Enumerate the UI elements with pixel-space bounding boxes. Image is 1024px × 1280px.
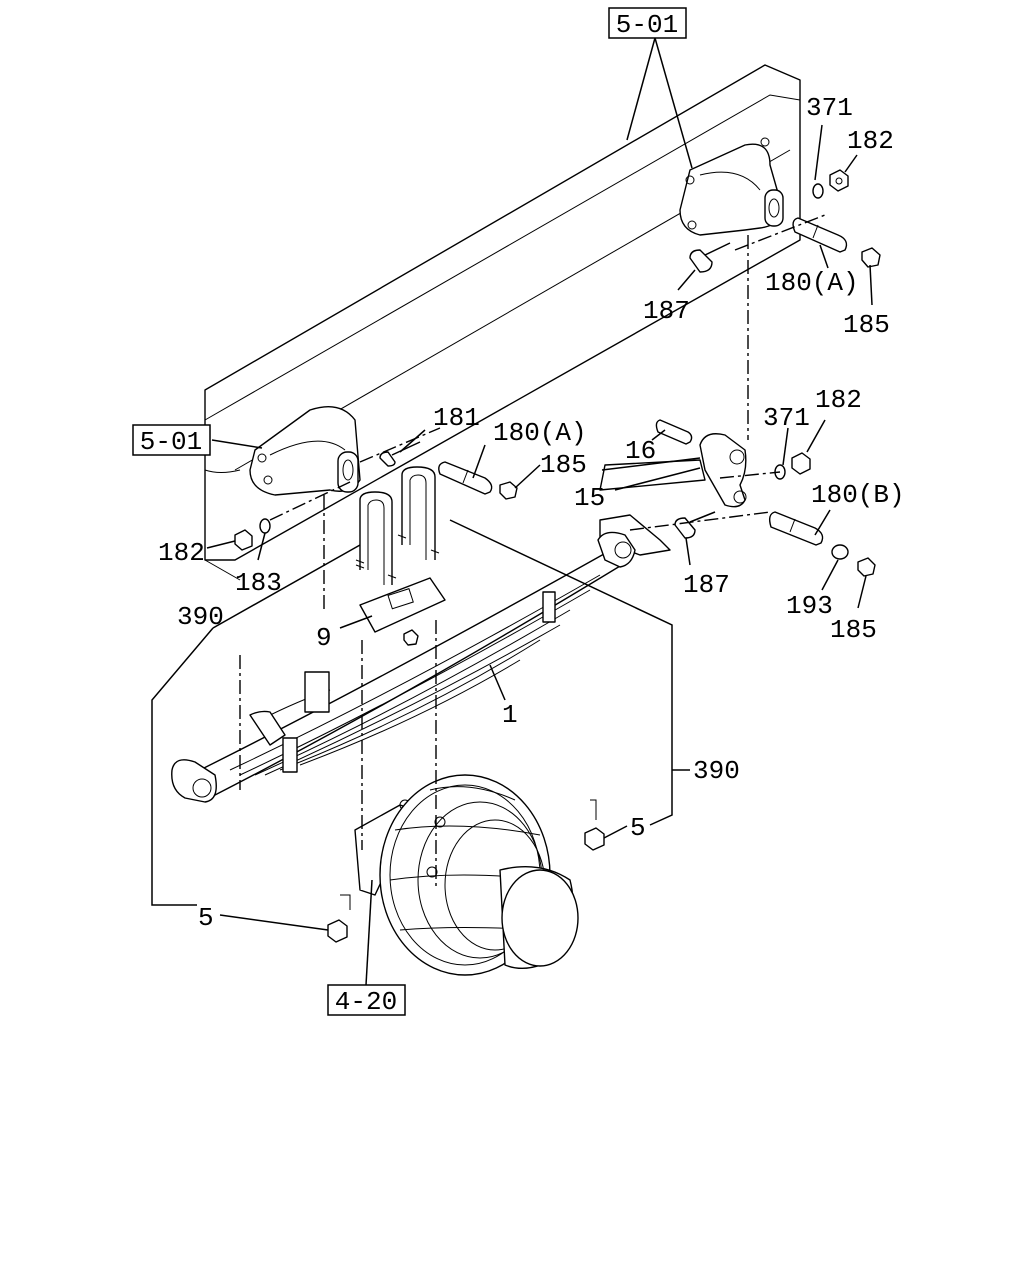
label-180b: 180(B)	[811, 480, 905, 510]
ref-box-frame-top[interactable]: 5-01	[608, 7, 687, 40]
hardware	[234, 169, 881, 943]
label-183: 183	[235, 568, 282, 598]
label-15: 15	[574, 483, 605, 513]
ref-label-frame-top: 5-01	[616, 10, 678, 40]
label-187-mid: 187	[683, 570, 730, 600]
front-spring-hanger	[249, 406, 361, 496]
label-181: 181	[433, 403, 480, 433]
label-371-top: 371	[806, 93, 853, 123]
label-390-left: 390	[177, 602, 224, 632]
label-16: 16	[625, 436, 656, 466]
label-180a-top: 180(A)	[765, 268, 859, 298]
part-labels: 371 182 180(A) 185 187 181 180(A) 185 16…	[158, 93, 905, 933]
label-182-top: 182	[847, 126, 894, 156]
label-182-left: 182	[158, 538, 205, 568]
ref-box-frame-left[interactable]: 5-01	[132, 424, 211, 457]
label-185-low: 185	[830, 615, 877, 645]
frame-rail	[204, 64, 801, 581]
leaf-spring	[171, 531, 636, 803]
ref-box-axle[interactable]: 4-20	[327, 984, 406, 1017]
rear-spring-hanger	[679, 137, 784, 236]
label-5-left: 5	[198, 903, 214, 933]
u-bolts	[355, 466, 440, 585]
ref-label-frame-left: 5-01	[140, 427, 202, 457]
label-193: 193	[786, 591, 833, 621]
label-371-mid: 371	[763, 403, 810, 433]
ref-label-axle: 4-20	[335, 987, 397, 1017]
label-1: 1	[502, 700, 518, 730]
leader-lines	[151, 37, 873, 986]
label-187-top: 187	[643, 296, 690, 326]
spring-shackle	[599, 433, 747, 556]
label-180a-mid: 180(A)	[493, 418, 587, 448]
label-185-mid: 185	[540, 450, 587, 480]
label-9: 9	[316, 623, 332, 653]
label-5-right: 5	[630, 813, 646, 843]
label-185-top: 185	[843, 310, 890, 340]
label-390-right: 390	[693, 756, 740, 786]
center-lines	[239, 214, 826, 890]
label-182-mid: 182	[815, 385, 862, 415]
axle-hub	[354, 774, 579, 976]
